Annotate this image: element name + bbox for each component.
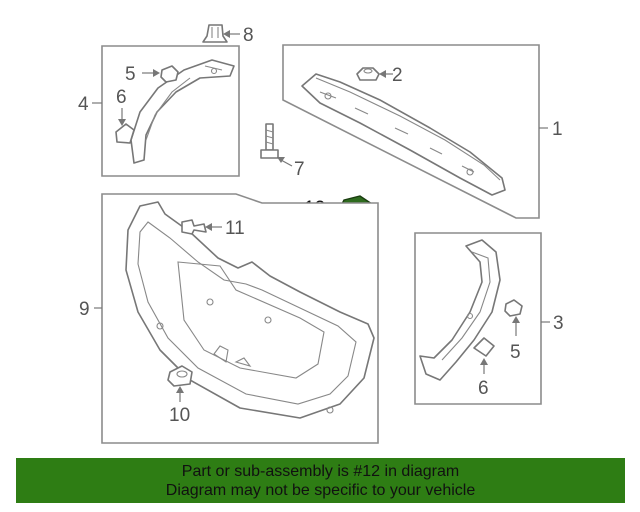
arrow-5a [153,69,160,77]
leader-7 [280,159,293,167]
banner-line-2: Diagram may not be specific to your vehi… [165,482,476,499]
callout-6b: 6 [478,378,489,399]
callout-6a: 6 [116,87,127,108]
info-banner: Part or sub-assembly is #12 in diagram D… [16,458,625,503]
arrow-7 [277,157,285,163]
callout-8: 8 [243,25,254,46]
part-6-pad-right[interactable] [473,337,495,357]
part-5-clip-left[interactable] [160,65,179,83]
part-5-clip-right[interactable] [504,299,523,317]
part-8-clip[interactable] [202,24,228,43]
arrow-6b [480,358,488,365]
part-6-pad-left[interactable] [115,123,135,144]
arrow-11 [205,223,212,231]
callout-7: 7 [294,159,305,180]
callout-2: 2 [392,65,403,86]
part-3-pillar-trim[interactable] [419,239,501,381]
banner-line-1: Part or sub-assembly is #12 in diagram [181,463,460,480]
arrow-6a [118,119,126,126]
callout-9: 9 [79,299,90,320]
callout-1: 1 [552,119,563,140]
callout-3: 3 [553,313,564,334]
part-11-clip[interactable] [181,219,207,235]
callout-10: 10 [169,405,190,426]
callout-4: 4 [78,94,89,115]
arrow-10 [176,386,184,393]
part-2-clip[interactable] [356,67,380,81]
part-4-pillar-trim[interactable] [130,59,235,164]
arrow-5b [512,316,520,323]
arrow-8 [223,30,230,38]
callout-5a: 5 [125,64,136,85]
part-7-bolt[interactable] [260,123,279,159]
part-1-upper-trim[interactable] [301,73,506,196]
part-10-grommet[interactable] [167,365,193,387]
arrow-2 [379,70,386,78]
part-9-lower-trim[interactable] [125,201,375,419]
callout-5b: 5 [510,342,521,363]
callout-11: 11 [225,218,245,239]
